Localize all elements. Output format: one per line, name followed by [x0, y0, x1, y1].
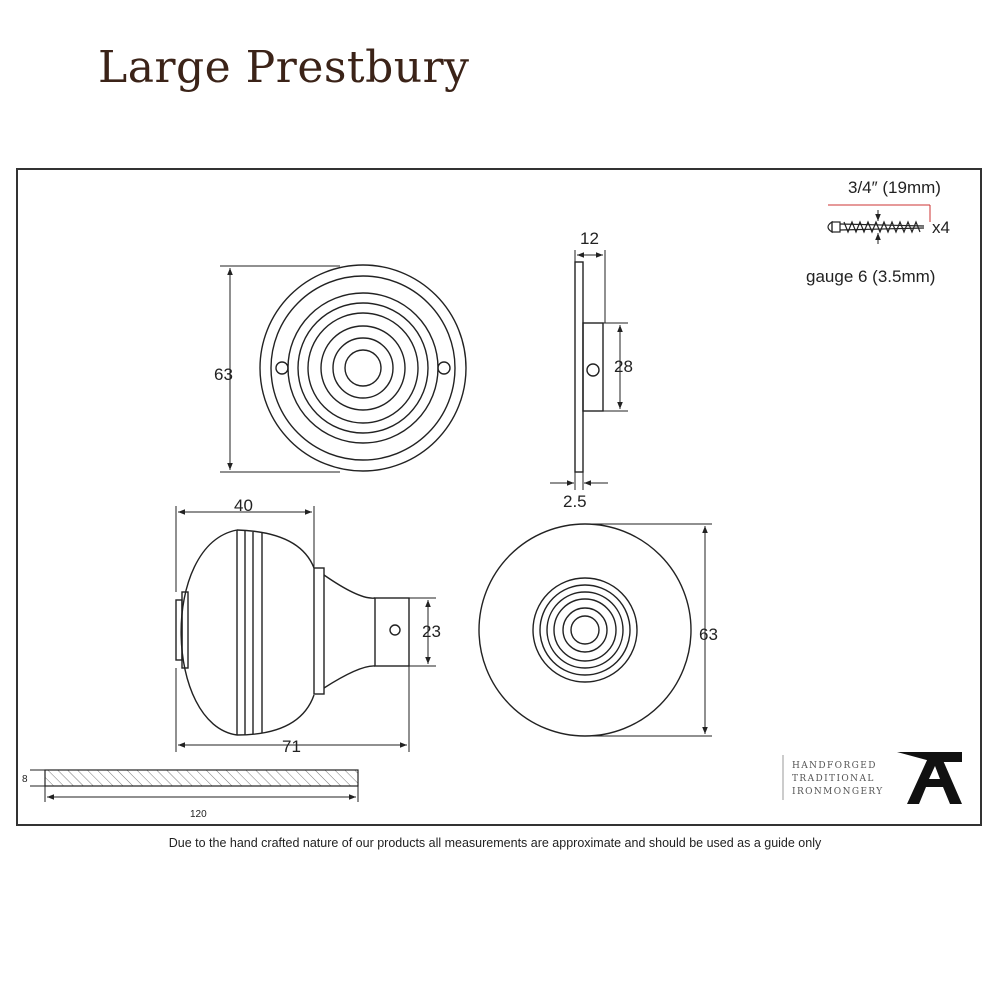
- spindle-length-label: 120: [190, 809, 207, 820]
- drawing-frame: [16, 168, 982, 826]
- knob-length-label: 71: [282, 737, 301, 756]
- logo-line-1: HANDFORGED: [792, 761, 877, 771]
- screw-quantity-label: x4: [932, 218, 950, 237]
- logo-line-3: IRONMONGERY: [792, 787, 884, 797]
- spindle-thickness-label: 8: [22, 774, 28, 785]
- knob-diameter-label: 40: [234, 496, 253, 515]
- brand-logo: HANDFORGED TRADITIONAL IRONMONGERY: [782, 752, 962, 804]
- knob-front-view: [478, 523, 712, 737]
- knob-side-view: [175, 506, 436, 752]
- page-title: Large Prestbury: [98, 42, 470, 93]
- spindle-view: [30, 769, 359, 802]
- knob-neck-label: 23: [422, 622, 441, 641]
- rose-front-view: [220, 264, 467, 473]
- rose-height-label: 63: [214, 365, 233, 384]
- rose-side-width-label: 12: [580, 229, 599, 248]
- rose-side-view: [550, 250, 628, 490]
- disclaimer-text: Due to the hand crafted nature of our pr…: [168, 836, 822, 850]
- screw-length-label: 3/4″ (19mm): [848, 178, 941, 197]
- screw-gauge-label: gauge 6 (3.5mm): [806, 267, 935, 286]
- anvil-a-icon: [897, 752, 962, 804]
- screw-icon: [827, 204, 931, 244]
- rose-side-boss-label: 28: [614, 357, 633, 376]
- rose-side-plate-label: 2.5: [563, 492, 587, 511]
- logo-line-2: TRADITIONAL: [792, 774, 875, 784]
- front-diameter-label: 63: [699, 625, 718, 644]
